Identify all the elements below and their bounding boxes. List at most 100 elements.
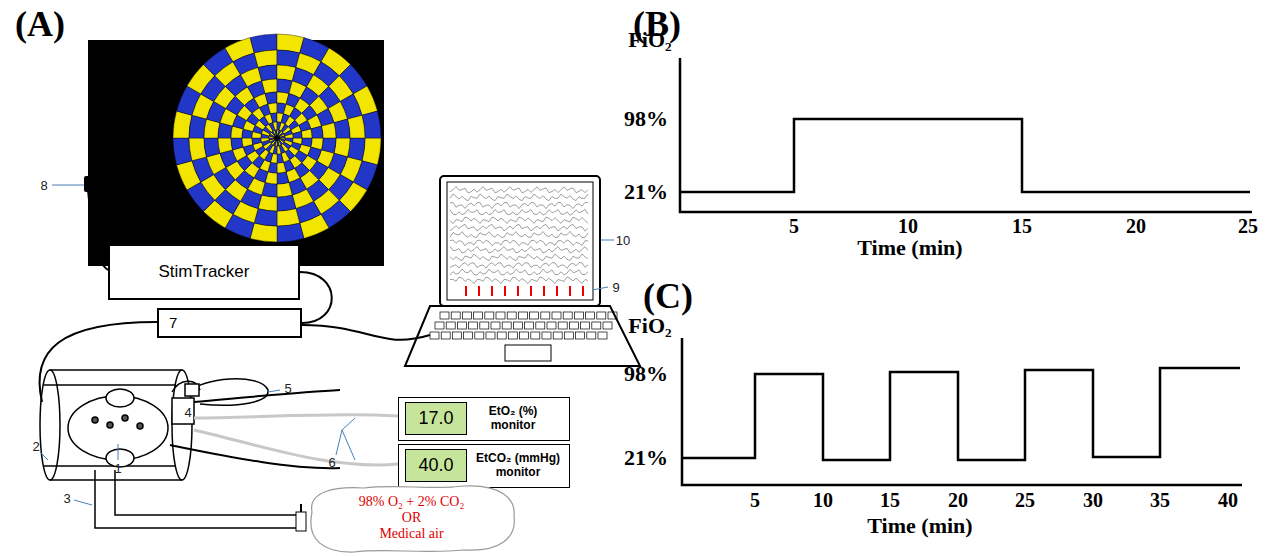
checker-segment [254,209,277,226]
monitor-panel: EtCO₂ (mmHg) monitor40.0 [398,444,570,488]
key [569,322,578,329]
cable [302,325,430,340]
checker-segment [277,182,292,197]
amplifier-box: 7 [157,308,302,338]
callout-number: 4 [184,406,191,419]
leader-line [40,452,48,460]
eeg-trace [450,254,588,261]
key [469,322,478,329]
leader-line [601,240,614,241]
key [491,322,500,329]
key [502,322,511,329]
eeg-trace [450,231,588,237]
monitor-panel: EtO₂ (%) monitor17.0 [398,397,570,441]
cable [300,272,332,323]
axis-label: Time (min) [867,515,972,537]
checker-segment [277,141,279,146]
key [547,322,556,329]
leader-line [342,430,355,460]
checker-segment [279,140,283,145]
checker-segment [189,115,206,138]
leader-line [268,390,280,392]
callout-number: 6 [328,456,335,469]
valve [296,512,306,531]
callout-number: 10 [616,234,630,247]
key [581,322,590,329]
key [525,322,534,329]
eeg-traces [450,187,588,297]
sampling-tube [194,415,398,418]
key [486,332,495,339]
leader-line [342,418,355,430]
key [536,322,545,329]
device-box: StimTracker [108,244,300,300]
node-text: Medical air [379,526,443,542]
key [435,322,444,329]
key [552,312,561,319]
checker-segment [279,132,284,136]
key [518,312,527,319]
touchpad [505,345,551,361]
eeg-trace [450,217,588,224]
axis-label: 98% [624,363,668,385]
checker-segment [273,130,276,135]
laptop-screen [440,176,600,306]
eeg-trace [450,194,588,201]
panel-label: (A) [15,6,65,42]
node-text: 98% O₂ + 2% CO₂ [359,494,465,510]
checker-segment [252,138,262,144]
checker-segment [271,131,275,136]
checker-segment [285,134,293,138]
eeg-trace [450,240,588,246]
axis-label: 20 [948,490,968,510]
event-marker [582,286,584,296]
checker-segment [277,209,300,226]
axis-label: 21% [624,181,668,203]
checker-segment [301,129,312,138]
callout-number: 5 [284,382,291,395]
key [452,332,461,339]
gas-bag: 98% O₂ + 2% CO₂ORMedical air [304,482,519,554]
key [430,332,439,339]
event-marker [504,286,506,296]
keyboard [430,312,617,339]
callout-number: 2 [32,440,39,453]
axis-label: 21% [624,447,668,469]
node-text: OR [402,510,421,526]
checker-segment [265,92,277,104]
event-marker [491,286,493,296]
callout-number: 3 [63,492,70,505]
key [558,322,567,329]
checker-segment [277,153,283,163]
key [508,332,517,339]
key [598,332,607,339]
event-marker [465,286,467,296]
key [608,312,617,319]
key [520,332,529,339]
checker-segment [273,122,277,130]
key [485,312,494,319]
key [586,312,595,319]
leader-line [336,430,342,455]
leader-line [52,185,86,186]
checker-segment [204,138,220,157]
key [592,322,601,329]
rat-holder [40,370,268,480]
axis-label: 15 [1012,216,1032,236]
key [563,312,572,319]
checker-segment [277,50,300,67]
checker-segment [242,138,253,147]
checker-segment [275,130,277,135]
eeg-trace [450,246,588,253]
key [496,312,505,319]
checker-segment [271,113,277,123]
checker-segment [268,103,277,114]
key [507,312,516,319]
checker-segment [321,123,336,138]
eeg-trace [450,269,588,275]
key [474,312,483,319]
key [441,332,450,339]
axis-label: 10 [813,490,833,510]
eeg-trace [450,263,588,269]
